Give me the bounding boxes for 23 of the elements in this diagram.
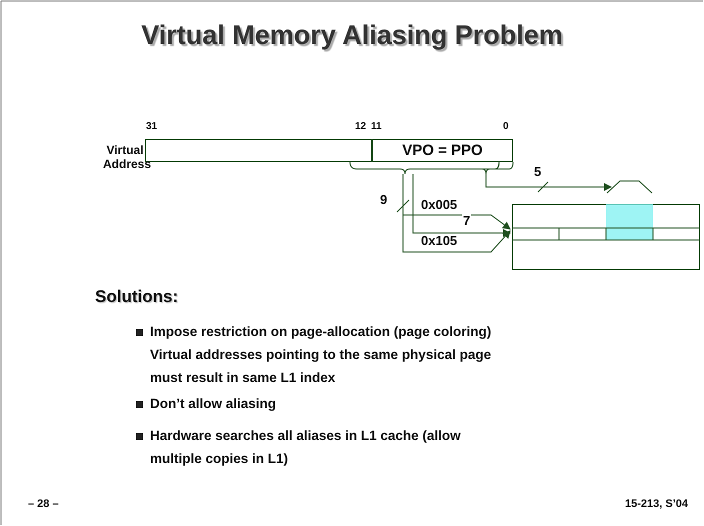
edge-label: 5	[533, 165, 542, 178]
bit-number: 11	[371, 121, 382, 132]
slide-title: Virtual Memory Aliasing Problem	[140, 20, 564, 51]
field-label: VPO = PPO	[401, 141, 484, 161]
bit-number: 12	[355, 121, 366, 132]
page-number: – 28 –	[28, 498, 59, 510]
bullet-text: Impose restriction on page-allocation (page coloring) Virtual addresses pointing to the same physical page must result in same L1 index	[150, 323, 492, 387]
bit-width: 9	[380, 192, 388, 207]
course-code: 15-213, S’04	[625, 498, 688, 510]
bit-number: 0	[503, 121, 509, 132]
edge-label: 7	[462, 214, 472, 227]
arrow	[412, 174, 511, 237]
edge-label: 0x005	[420, 198, 458, 211]
multiplexer	[606, 180, 653, 194]
cache-table	[512, 204, 700, 270]
bullet-text: Hardware searches all aliases in L1 cache (allow multiple copies in L1)	[150, 427, 462, 468]
bullet-text: Don’t allow aliasing	[150, 395, 278, 413]
section-heading: Solutions:	[95, 287, 178, 307]
edge-label: 0x105	[420, 234, 458, 247]
arrow	[486, 174, 612, 191]
arrow	[402, 174, 511, 252]
bit-number: 31	[146, 121, 158, 132]
address-field	[372, 139, 513, 162]
